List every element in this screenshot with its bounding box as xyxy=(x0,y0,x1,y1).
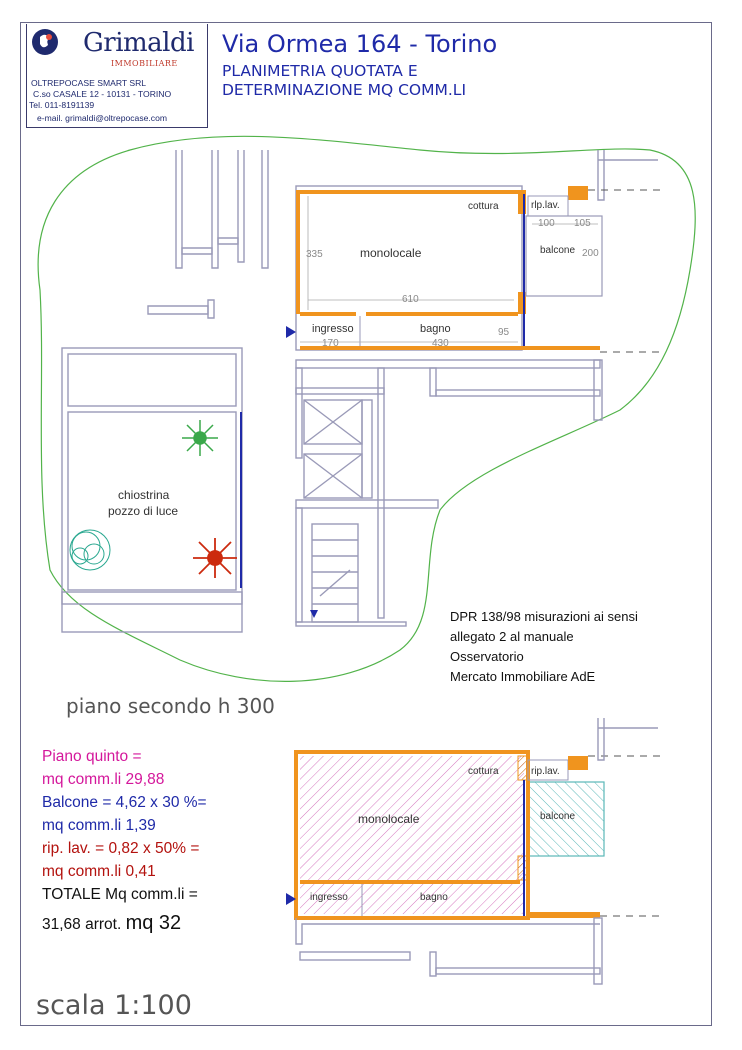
bottom-room-label-rip-lav: rip.lav. xyxy=(531,766,560,777)
apartment-top-walls xyxy=(295,185,660,353)
brand-subtitle: IMMOBILIARE xyxy=(111,59,178,68)
plant-green-icon xyxy=(182,420,218,456)
calc-rip-lav-mq: mq comm.li 0,41 xyxy=(42,863,156,880)
page-title: Via Ormea 164 - Torino xyxy=(222,30,498,58)
brand-name: Grimaldi xyxy=(83,28,194,58)
calc-totale: TOTALE Mq comm.li = xyxy=(42,886,198,903)
note-line-3: Osservatorio xyxy=(450,649,524,664)
dimension-170: 170 xyxy=(322,338,339,349)
apartment-bottom-plan xyxy=(294,718,660,985)
room-label-ingresso: ingresso xyxy=(312,323,354,335)
building-boundary-outline xyxy=(37,135,696,682)
bottom-room-label-monolocale: monolocale xyxy=(358,812,420,826)
surrounding-walls-top xyxy=(147,150,658,319)
room-label-bagno: bagno xyxy=(420,323,451,335)
room-label-balcone: balcone xyxy=(540,245,576,256)
dimension-95: 95 xyxy=(498,327,510,338)
dimension-200: 200 xyxy=(582,248,599,259)
plant-red-icon xyxy=(193,538,237,578)
page-subtitle-2: DETERMINAZIONE MQ COMM.LI xyxy=(222,81,467,99)
calc-rip-lav: rip. lav. = 0,82 x 50% = xyxy=(42,840,200,857)
company-email: e-mail. grimaldi@oltrepocase.com xyxy=(37,113,168,123)
stairwell-and-lifts xyxy=(295,359,603,627)
calc-piano-quinto-mq: mq comm.li 29,88 xyxy=(42,771,165,788)
dimension-335: 335 xyxy=(306,249,323,260)
calc-mq-finale: mq 32 xyxy=(125,912,182,934)
entrance-arrow-icon xyxy=(286,326,296,338)
dimension-610: 610 xyxy=(402,294,419,305)
bottom-room-label-cottura: cottura xyxy=(468,766,499,777)
calc-balcone: Balcone = 4,62 x 30 %= xyxy=(42,794,207,811)
entrance-arrow-bottom-icon xyxy=(286,893,296,905)
calc-totale-value: 31,68 arrot. mq 32 xyxy=(42,912,181,935)
company-phone: Tel. 011-8191139 xyxy=(29,100,95,110)
bottom-room-label-bagno: bagno xyxy=(420,892,448,903)
bottom-room-label-balcone: balcone xyxy=(540,811,576,822)
note-line-1: DPR 138/98 misurazioni ai sensi xyxy=(450,609,638,624)
page-subtitle-1: PLANIMETRIA QUOTATA E xyxy=(222,62,418,80)
stair-arrow-icon xyxy=(310,610,318,618)
calc-balcone-mq: mq comm.li 1,39 xyxy=(42,817,156,834)
bottom-room-label-ingresso: ingresso xyxy=(310,892,348,903)
company-address: C.so CASALE 12 - 10131 - TORINO xyxy=(33,89,172,99)
dimension-430: 430 xyxy=(432,338,449,349)
room-label-rip-lav: rlp.lav. xyxy=(531,200,560,211)
dimension-105: 105 xyxy=(574,218,591,229)
dimension-100: 100 xyxy=(538,218,555,229)
note-line-2: allegato 2 al manuale xyxy=(450,629,574,644)
shrub-teal-icon xyxy=(69,529,111,571)
scale-label: scala 1:100 xyxy=(36,990,192,1021)
page-frame xyxy=(20,22,712,1026)
room-label-monolocale: monolocale xyxy=(360,246,422,260)
note-line-4: Mercato Immobiliare AdE xyxy=(450,669,596,684)
floor-label: piano secondo h 300 xyxy=(66,694,275,718)
grimaldi-logo-icon xyxy=(32,29,58,55)
company-logo-block: Grimaldi IMMOBILIARE OLTREPOCASE SMART S… xyxy=(26,24,208,128)
calc-piano-quinto: Piano quinto = xyxy=(42,748,142,765)
calc-arrotondamento: 31,68 arrot. xyxy=(42,916,122,933)
room-label-pozzo-di-luce: pozzo di luce xyxy=(108,504,179,518)
room-label-cottura: cottura xyxy=(468,201,499,212)
company-name: OLTREPOCASE SMART SRL xyxy=(31,78,147,88)
room-label-chiostrina: chiostrina xyxy=(118,488,170,502)
